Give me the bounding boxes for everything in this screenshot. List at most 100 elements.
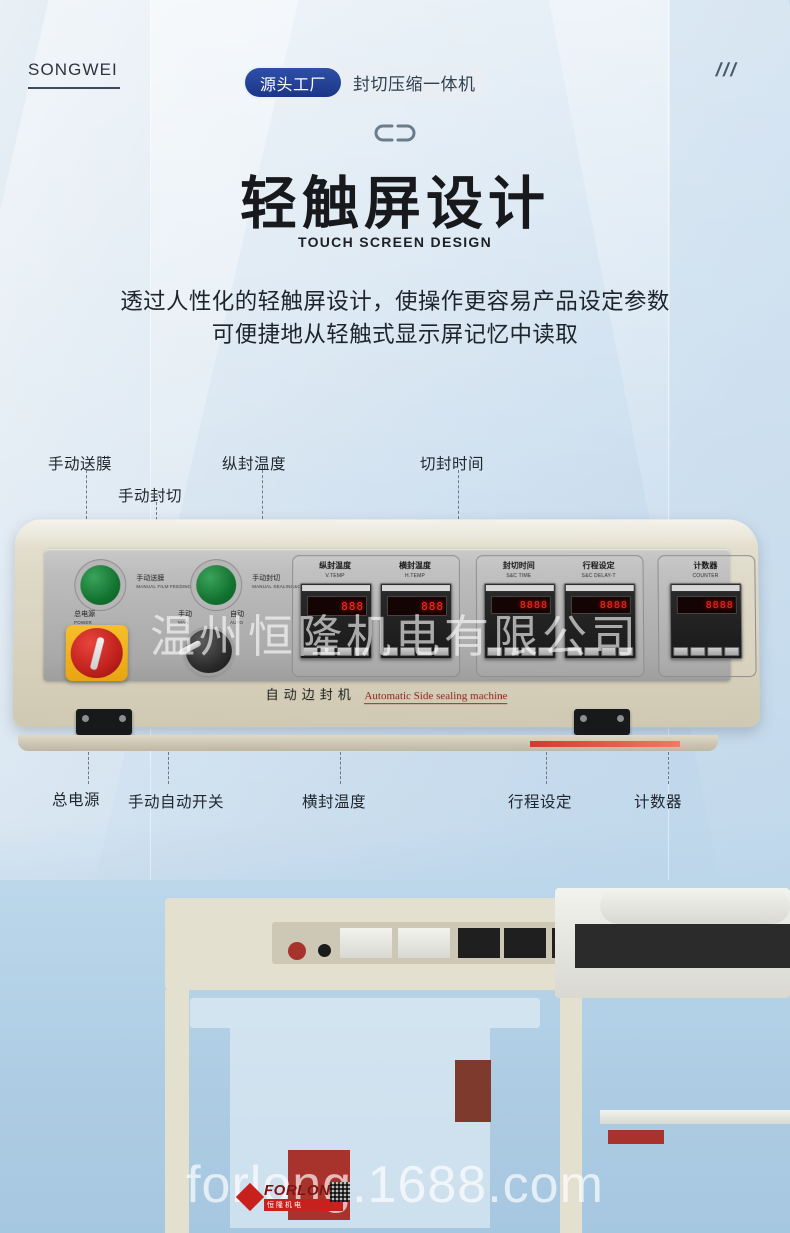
panel-red-stripe (530, 741, 680, 747)
hero-description: 透过人性化的轻触屏设计，使操作更容易产品设定参数 可便捷地从轻触式显示屏记忆中读… (0, 285, 790, 351)
callout-label-bottom-2: 横封温度 (302, 794, 367, 811)
h-temp-title-en: H.TEMP (404, 573, 425, 580)
machine-left-column (165, 990, 189, 1233)
panel-bottom-lip (18, 735, 718, 751)
sc-time-title-cn: 封切时间 (502, 561, 535, 571)
qr-code-icon (330, 1182, 350, 1202)
machine-selector-knob (318, 944, 331, 957)
sc-time-title-en: S&C TIME (506, 573, 532, 580)
manual-film-feed-label-cn: 手动送膜 (136, 575, 165, 583)
counter-meter-header (671, 585, 740, 592)
sc-time-display: 8888 (490, 596, 551, 615)
h-temp-title: 横封温度 H.TEMP (378, 561, 452, 581)
chain-link-icon (371, 120, 419, 146)
background-divider-left (150, 0, 151, 925)
h-temp-buttons[interactable] (382, 647, 450, 657)
machine-timer-module-b (504, 928, 546, 958)
machine-guard-panel (230, 1028, 490, 1228)
background-divider-right (668, 0, 669, 925)
sc-delay-meter-header (565, 585, 634, 592)
machine-red-bar (608, 1130, 664, 1144)
callout-label-bottom-1: 手动自动开关 (128, 794, 225, 811)
v-temp-display: 888 (307, 596, 368, 617)
brand-logo: SONGWEI (28, 60, 120, 89)
forlong-diamond-icon (235, 1182, 265, 1211)
callout-leader-bottom-4 (668, 752, 669, 784)
page-title: 轻触屏设计 (240, 171, 550, 237)
header-badge-bar: 源头工厂 封切压缩一体机 (243, 66, 489, 99)
auto-mode-caption-en: AUTO (229, 620, 244, 625)
hero-description-line1: 透过人性化的轻触屏设计，使操作更容易产品设定参数 (120, 289, 670, 314)
callout-label-bottom-0: 总电源 (52, 792, 101, 809)
manual-seal-cut-button[interactable] (196, 565, 237, 606)
page-subtitle-en: TOUCH SCREEN DESIGN (297, 234, 493, 250)
manual-seal-cut-label-cn: 手动封切 (252, 575, 281, 583)
v-temp-meter[interactable]: 888 (299, 583, 373, 660)
counter-display: 8888 (676, 596, 737, 615)
hero-description-line2: 可便捷地从轻触式显示屏记忆中读取 (211, 322, 579, 347)
sc-delay-display: 8888 (570, 596, 631, 615)
machine-temp-module-a (340, 928, 392, 958)
brand-name: SONGWEI (28, 60, 118, 79)
machine-brown-module (455, 1060, 491, 1122)
manual-film-feed-label: 手动送膜 MANUAL FILM FEEDING (136, 575, 191, 591)
main-power-knob[interactable] (70, 627, 123, 679)
callout-label-top-1: 手动封切 (118, 488, 183, 505)
main-power-switch[interactable] (65, 624, 128, 682)
machine-film-roll (600, 888, 790, 924)
panel-footer: 自动边封机 Automatic Side sealing machine (13, 684, 760, 705)
counter-meter[interactable]: 8888 (669, 583, 743, 660)
callout-leader-bottom-3 (546, 752, 547, 784)
main-power-indicator (89, 636, 105, 671)
callout-leader-bottom-0 (88, 752, 89, 784)
panel-hinge-left (76, 709, 132, 735)
sc-delay-buttons[interactable] (567, 647, 634, 657)
callout-label-top-0: 手动送膜 (48, 456, 113, 473)
sc-delay-title-en: S&C DELAY-T (581, 573, 616, 580)
sc-delay-meter[interactable]: 8888 (563, 583, 637, 660)
manual-mode-caption-cn: 手动 (178, 611, 193, 619)
machine-temp-module-b (398, 928, 450, 958)
manual-mode-caption-en: MAN (177, 620, 189, 625)
h-temp-meter-header (382, 585, 450, 592)
callout-label-bottom-4: 计数器 (634, 794, 683, 811)
h-temp-title-cn: 横封温度 (398, 561, 431, 571)
sc-time-buttons[interactable] (487, 647, 554, 657)
machine-roller-bar (600, 1110, 790, 1124)
auto-mode-caption-cn: 自动 (230, 611, 245, 619)
v-temp-title-en: V.TEMP (325, 573, 345, 580)
counter-title-cn: 计数器 (693, 561, 718, 571)
machine-right-column (560, 990, 582, 1233)
sc-time-meter[interactable]: 8888 (483, 583, 557, 660)
brand-underline (28, 87, 120, 89)
manual-mode-caption: 手动 MAN (178, 611, 192, 627)
source-factory-badge: 源头工厂 (245, 68, 342, 97)
sc-delay-title-cn: 行程设定 (582, 561, 615, 571)
v-temp-title-cn: 纵封温度 (319, 561, 352, 571)
sc-time-title: 封切时间 S&C TIME (482, 561, 556, 581)
auto-mode-caption: 自动 AUTO (230, 611, 244, 627)
photo-watermark: forlong.1688.com (186, 1156, 604, 1214)
counter-buttons[interactable] (673, 647, 740, 657)
callout-label-bottom-3: 行程设定 (508, 794, 573, 811)
callout-leader-bottom-1 (168, 752, 169, 784)
callout-leader-bottom-2 (340, 752, 341, 784)
machine-photo (0, 880, 790, 1233)
panel-footer-en: Automatic Side sealing machine (364, 690, 508, 705)
machine-chamber-window (575, 924, 790, 968)
counter-title-en: COUNTER (692, 573, 719, 580)
control-panel-body: 手动送膜 MANUAL FILM FEEDING 手动封切 MANUAL SEA… (12, 519, 761, 728)
forlong-logo-sub: 恒隆机电 (264, 1199, 343, 1211)
product-category-label: 封切压缩一体机 (353, 75, 476, 94)
manual-film-feed-button[interactable] (80, 565, 121, 606)
manual-auto-selector-knob[interactable] (177, 628, 232, 674)
v-temp-buttons[interactable] (302, 647, 369, 657)
machine-guard-shield (190, 998, 540, 1028)
panel-highlight (14, 519, 759, 550)
callout-label-top-2: 纵封温度 (222, 456, 287, 473)
selector-pointer (177, 639, 202, 657)
h-temp-meter[interactable]: 888 (379, 583, 453, 660)
panel-footer-cn: 自动边封机 (265, 688, 356, 704)
callout-label-top-3: 切封时间 (420, 456, 485, 473)
